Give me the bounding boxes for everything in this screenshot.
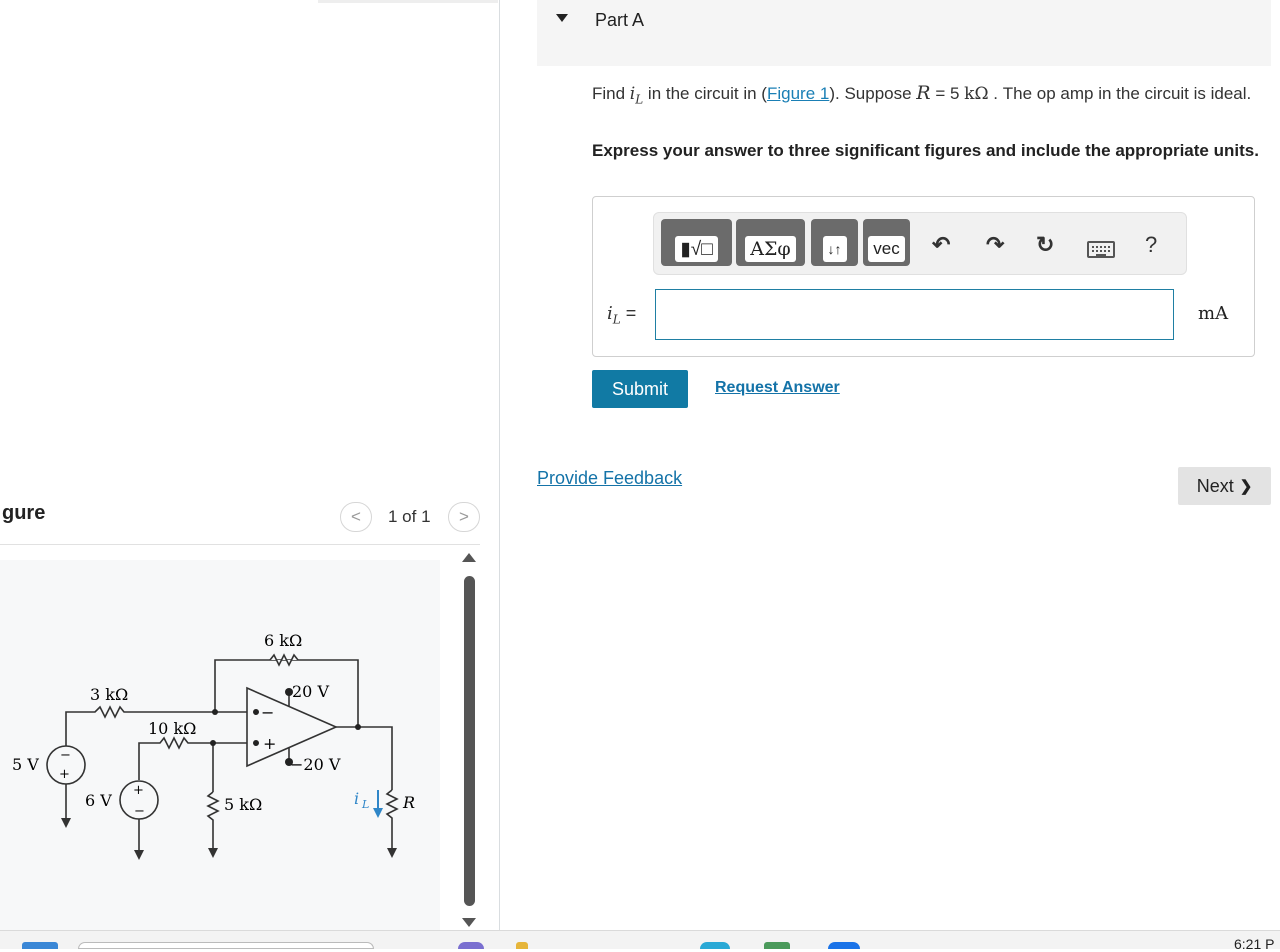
chevron-right-icon: ❯ (1239, 478, 1253, 495)
start-icon[interactable] (22, 942, 58, 949)
app-icon[interactable] (458, 942, 484, 949)
question-text: Find iL in the circuit in (Figure 1). Su… (592, 82, 1260, 110)
src6-plus: + (133, 783, 144, 798)
top-tab-strip (318, 0, 498, 3)
scroll-down-arrow-icon[interactable] (462, 918, 476, 927)
var-sub: L (635, 92, 644, 107)
opamp-plus: + (263, 734, 276, 753)
keyboard-icon[interactable] (1087, 241, 1115, 258)
app-icon[interactable] (764, 942, 790, 949)
next-figure-button[interactable]: > (448, 502, 480, 532)
reset-icon[interactable]: ↻ (1036, 232, 1055, 257)
taskbar-clock: 6:21 P (1234, 936, 1275, 952)
label-il-sub: L (361, 798, 369, 811)
label-il: i (354, 789, 359, 808)
label-6k: 6 kΩ (264, 631, 302, 650)
label-5k: 5 kΩ (224, 795, 262, 814)
question-mid1: in the circuit in ( (643, 84, 767, 103)
src5-minus: − (60, 748, 71, 763)
label-neg20v: −20 V (290, 755, 341, 774)
greek-icon: ΑΣφ (745, 236, 796, 262)
answer-label: iL = (607, 303, 636, 327)
answer-eq: = (620, 303, 637, 323)
figure-heading: gure (2, 502, 46, 524)
opamp-minus: − (261, 703, 274, 722)
provide-feedback-link[interactable]: Provide Feedback (537, 468, 683, 488)
circuit-diagram: 6 kΩ 3 kΩ 10 kΩ 5 kΩ R 20 V −20 V 5 V 6 … (12, 631, 415, 860)
browser-icon[interactable] (700, 942, 730, 949)
collapse-triangle-icon[interactable] (556, 14, 568, 22)
figure-link[interactable]: Figure 1 (766, 84, 830, 103)
app-icon[interactable] (828, 942, 860, 949)
submit-button[interactable]: Submit (592, 370, 688, 408)
question-prefix: Find (592, 84, 630, 103)
label-6v: 6 V (85, 791, 112, 810)
divider (0, 544, 480, 545)
answer-input[interactable] (655, 289, 1174, 340)
request-answer-link[interactable]: Request Answer (715, 379, 840, 396)
circuit-figure: 6 kΩ 3 kΩ 10 kΩ 5 kΩ R 20 V −20 V 5 V 6 … (0, 560, 440, 930)
next-button[interactable]: Next ❯ (1178, 467, 1271, 505)
label-5v: 5 V (12, 755, 39, 774)
next-label: Next (1196, 475, 1234, 496)
greek-symbols-button[interactable]: ΑΣφ (736, 219, 805, 266)
scroll-up-arrow-icon[interactable] (462, 553, 476, 562)
app-icon[interactable] (516, 942, 528, 949)
undo-icon[interactable]: ↶ (932, 232, 951, 257)
label-3k: 3 kΩ (90, 685, 128, 704)
var-r: R (916, 82, 931, 104)
templates-button[interactable]: ▮√□ (661, 219, 732, 266)
scrollbar-thumb[interactable] (464, 576, 475, 906)
label-r: R (402, 793, 415, 812)
taskbar-search[interactable] (78, 942, 374, 949)
r-unit: kΩ (964, 84, 989, 104)
part-header[interactable] (537, 0, 1271, 66)
label-10k: 10 kΩ (148, 719, 196, 738)
label-20v: 20 V (292, 682, 329, 701)
arrows-button[interactable]: ↓↑ (811, 219, 858, 266)
previous-figure-button[interactable]: < (340, 502, 372, 532)
question-r-eq: = 5 (930, 84, 965, 103)
answer-var-sub: L (612, 312, 621, 327)
redo-icon[interactable]: ↷ (986, 232, 1005, 257)
question-suffix: . The op amp in the circuit is ideal. (988, 84, 1252, 103)
src5-plus: + (59, 767, 70, 782)
vec-icon: vec (868, 236, 905, 262)
answer-var: i (607, 303, 613, 324)
figure-panel (0, 0, 500, 930)
var-i: i (629, 84, 636, 104)
help-icon[interactable]: ? (1145, 232, 1158, 257)
unit-label: mA (1198, 303, 1229, 324)
templates-icon: ▮√□ (675, 236, 718, 262)
arrows-icon: ↓↑ (822, 236, 847, 262)
figure-page-count: 1 of 1 (388, 507, 431, 526)
vector-button[interactable]: vec (863, 219, 910, 266)
part-title: Part A (595, 10, 645, 30)
instructions: Express your answer to three significant… (592, 141, 1259, 160)
src6-minus: − (134, 804, 145, 819)
question-mid2: ). Suppose (829, 84, 917, 103)
